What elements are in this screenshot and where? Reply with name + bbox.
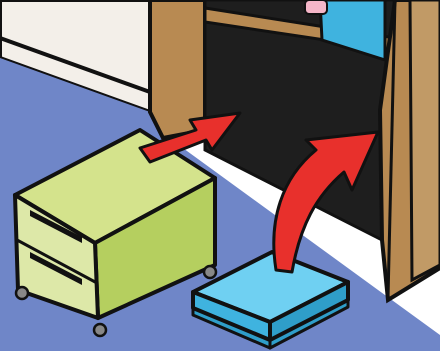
- drawer-wheel: [94, 324, 106, 336]
- closet-left-panel: [150, 0, 205, 138]
- drawer-wheel: [16, 287, 28, 299]
- closet-door: [410, 0, 440, 280]
- drawer-wheel: [204, 266, 216, 278]
- closet-top-item: [305, 0, 327, 14]
